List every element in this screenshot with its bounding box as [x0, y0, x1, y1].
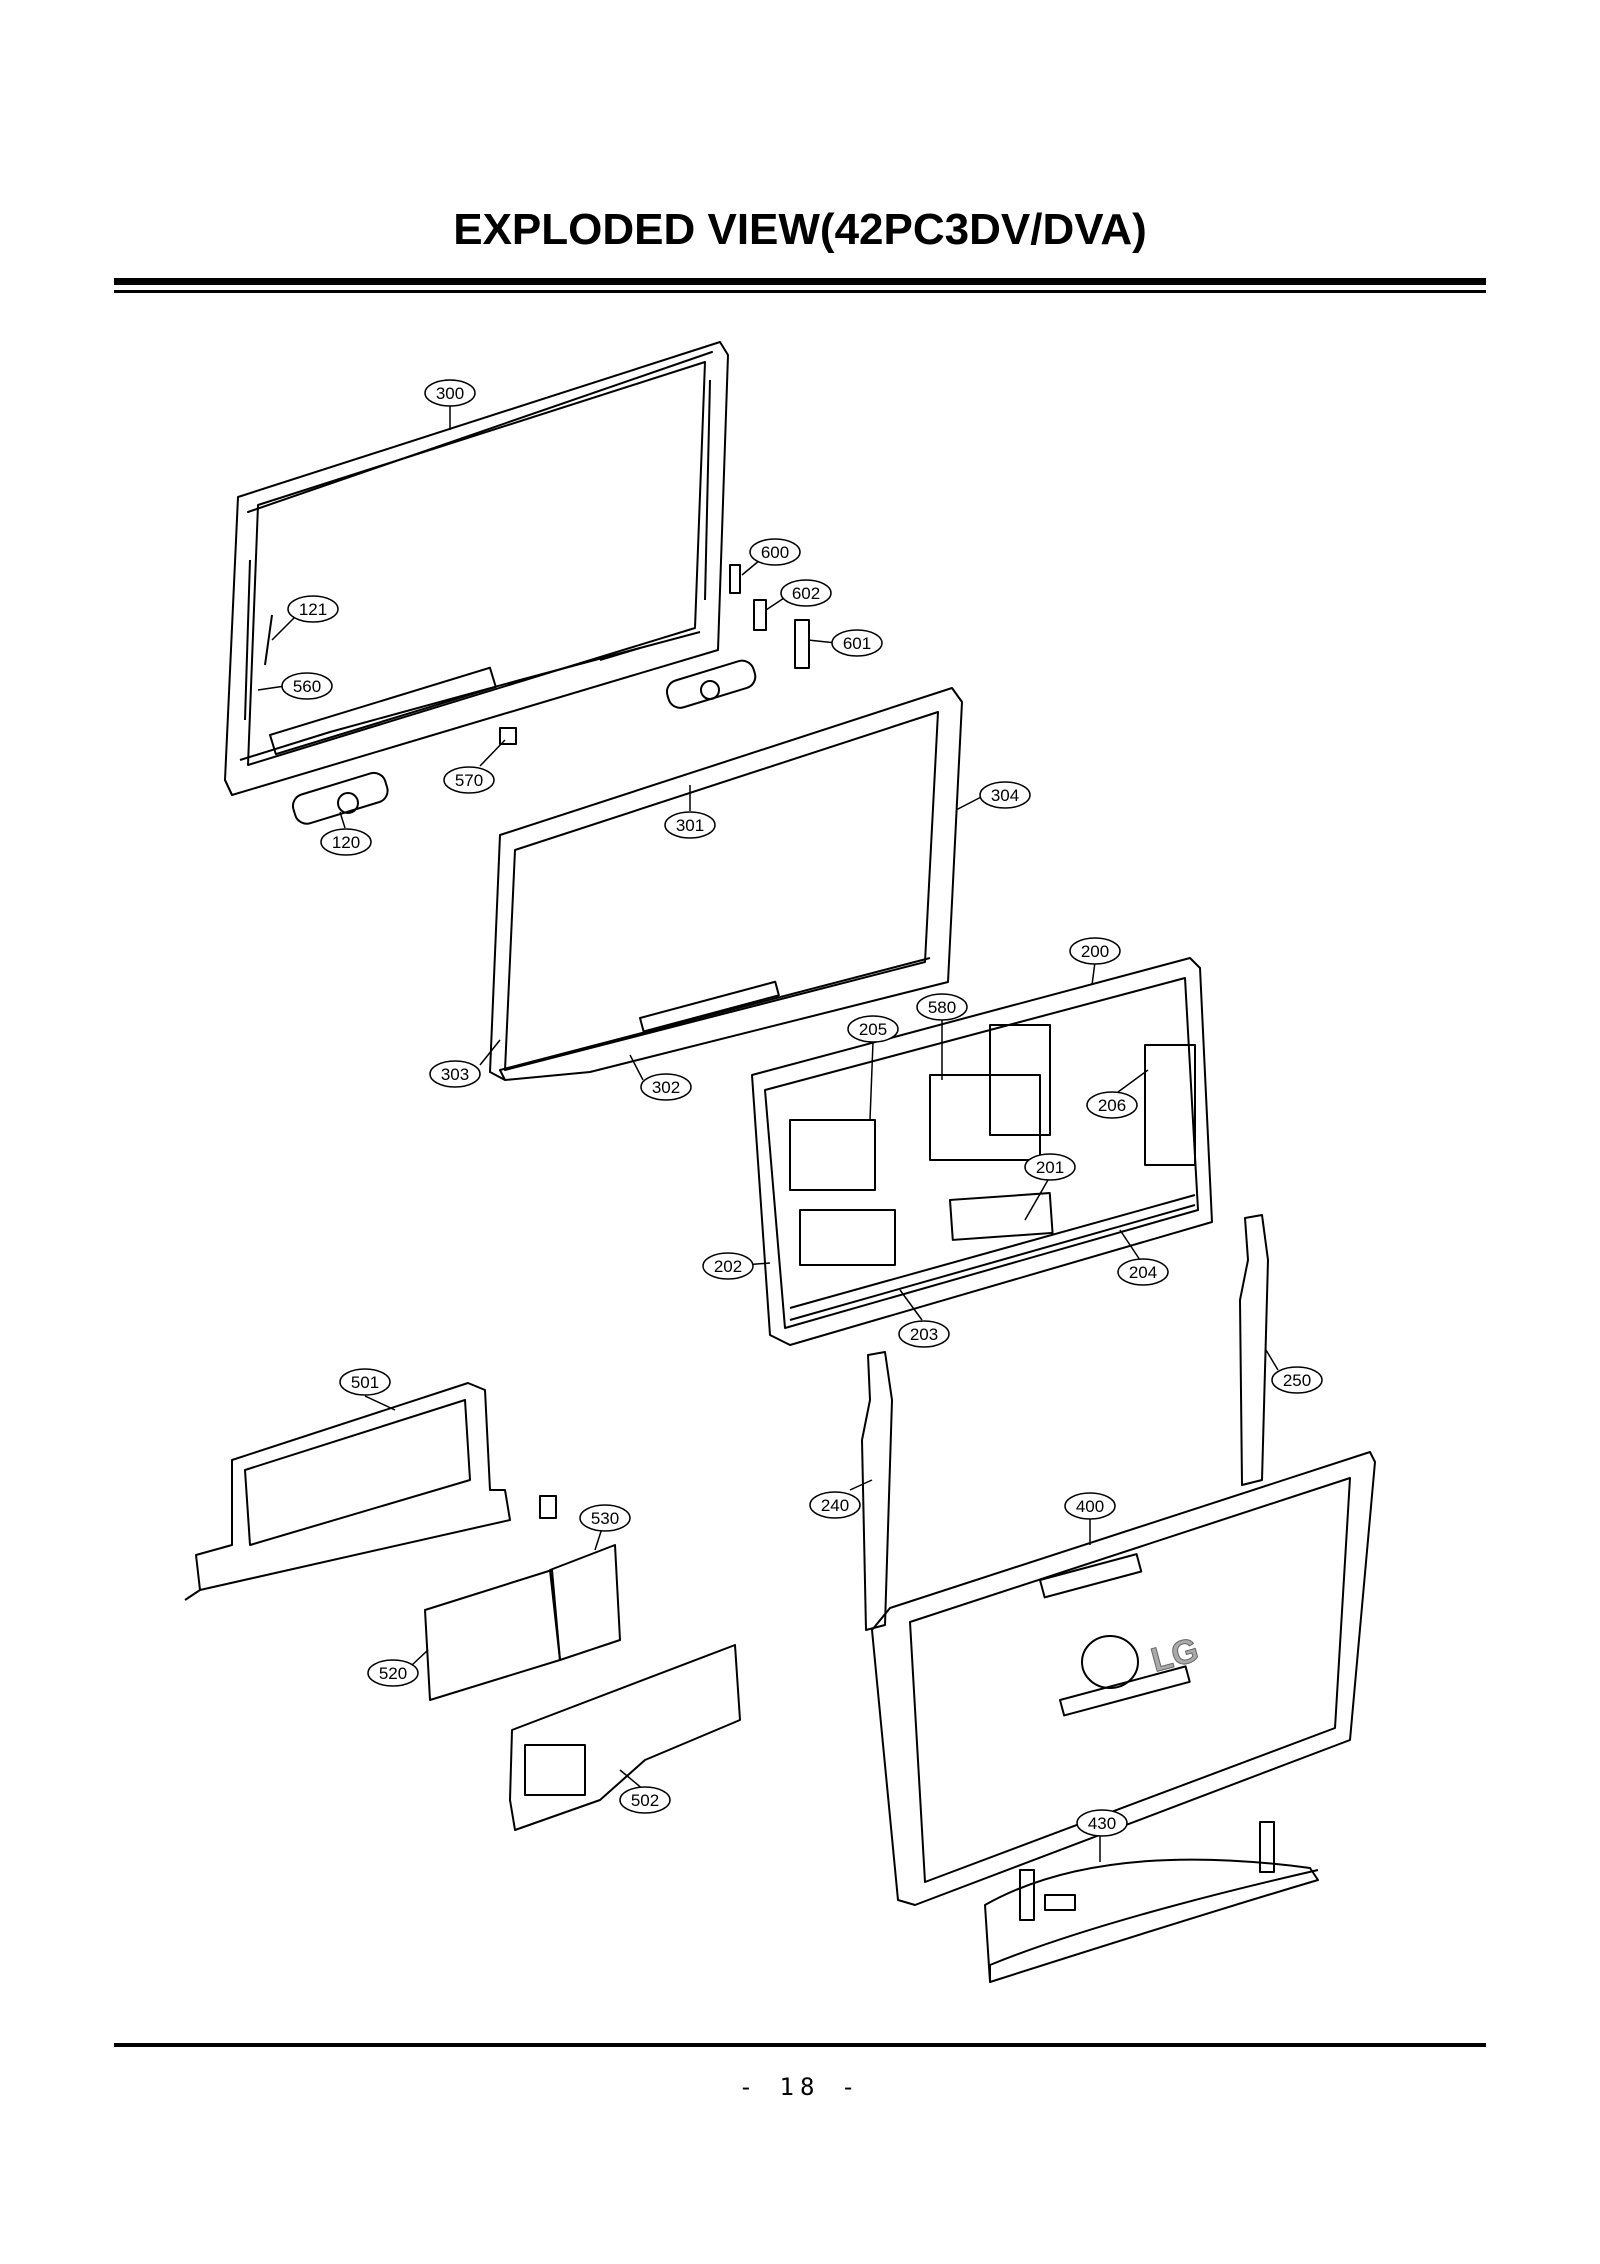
callout-label: 580	[928, 998, 956, 1017]
callout-201: 201	[1024, 1153, 1076, 1181]
callouts: 300 600 602 601 121 560 570 120 301 304 …	[281, 379, 1323, 1837]
callout-label: 120	[332, 833, 360, 852]
callout-301: 301	[664, 811, 716, 839]
callout-label: 240	[821, 1496, 849, 1515]
callout-430: 430	[1076, 1809, 1128, 1837]
callout-520: 520	[367, 1659, 419, 1687]
title-rule-thick	[114, 278, 1486, 285]
callout-label: 602	[792, 584, 820, 603]
callout-206: 206	[1086, 1091, 1138, 1119]
callout-600: 600	[749, 538, 801, 566]
leader-lines	[257, 405, 1279, 1862]
back-cover-part	[871, 1451, 1376, 1906]
av-board-530-part	[549, 1544, 621, 1661]
part-601-board	[794, 619, 810, 669]
callout-label: 303	[441, 1065, 469, 1084]
callout-label: 302	[652, 1078, 680, 1097]
callout-label: 200	[1081, 942, 1109, 961]
main-board-520-part	[424, 1569, 561, 1701]
callout-205: 205	[847, 1015, 899, 1043]
callout-501: 501	[339, 1368, 391, 1396]
callout-label: 301	[676, 816, 704, 835]
callout-120: 120	[320, 828, 372, 856]
callout-200: 200	[1069, 937, 1121, 965]
callout-560: 560	[281, 672, 333, 700]
callout-label: 204	[1129, 1263, 1157, 1282]
main-bracket-part	[184, 1382, 511, 1601]
callout-300: 300	[424, 379, 476, 407]
callout-302: 302	[640, 1073, 692, 1101]
callout-label: 206	[1098, 1096, 1126, 1115]
callout-label: 201	[1036, 1158, 1064, 1177]
callout-530: 530	[579, 1504, 631, 1532]
part-530-small	[539, 1495, 557, 1519]
callout-602: 602	[780, 579, 832, 607]
footer-rule	[114, 2043, 1486, 2047]
callout-304: 304	[979, 781, 1031, 809]
callout-label: 430	[1088, 1814, 1116, 1833]
callout-121: 121	[287, 595, 339, 623]
callout-label: 600	[761, 543, 789, 562]
callout-204: 204	[1117, 1258, 1169, 1286]
callout-570: 570	[443, 766, 495, 794]
callout-202: 202	[702, 1252, 754, 1280]
callout-label: 570	[455, 771, 483, 790]
callout-label: 560	[293, 677, 321, 696]
callout-label: 203	[910, 1325, 938, 1344]
lg-logo-mark	[1081, 1635, 1139, 1689]
stand-bracket-right-part	[1239, 1214, 1269, 1486]
callout-label: 300	[436, 384, 464, 403]
rear-cover-plate-part	[509, 1644, 741, 1831]
callout-502: 502	[619, 1786, 671, 1814]
part-600-bracket	[729, 564, 741, 594]
speaker-right-part	[665, 659, 757, 709]
callout-label: 202	[714, 1257, 742, 1276]
callout-250: 250	[1271, 1366, 1323, 1394]
lg-logo-text: LG	[1147, 1631, 1202, 1680]
stand-bracket-left-part	[861, 1351, 893, 1631]
callout-label: 520	[379, 1664, 407, 1683]
part-602-board	[753, 599, 767, 631]
callout-label: 304	[991, 786, 1019, 805]
filter-frame-part	[489, 687, 963, 1081]
callout-400: 400	[1064, 1492, 1116, 1520]
callout-label: 400	[1076, 1497, 1104, 1516]
front-frame-part	[224, 341, 729, 796]
callout-label: 601	[843, 634, 871, 653]
callout-label: 530	[591, 1509, 619, 1528]
page-number: - 18 -	[738, 2073, 862, 2101]
title-rule-thin	[114, 290, 1486, 293]
callout-label: 205	[859, 1020, 887, 1039]
callout-303: 303	[429, 1060, 481, 1088]
stand-base-part	[984, 1821, 1319, 1983]
callout-label: 250	[1283, 1371, 1311, 1390]
speaker-left-part	[291, 771, 389, 825]
callout-label: 121	[299, 600, 327, 619]
callout-601: 601	[831, 629, 883, 657]
callout-240: 240	[809, 1491, 861, 1519]
page-title: EXPLODED VIEW(42PC3DV/DVA)	[453, 205, 1147, 254]
part-570	[499, 727, 517, 745]
callout-label: 502	[631, 1791, 659, 1810]
chassis-frame-part	[751, 957, 1213, 1346]
callout-580: 580	[916, 993, 968, 1021]
callout-203: 203	[898, 1320, 950, 1348]
callout-label: 501	[351, 1373, 379, 1392]
